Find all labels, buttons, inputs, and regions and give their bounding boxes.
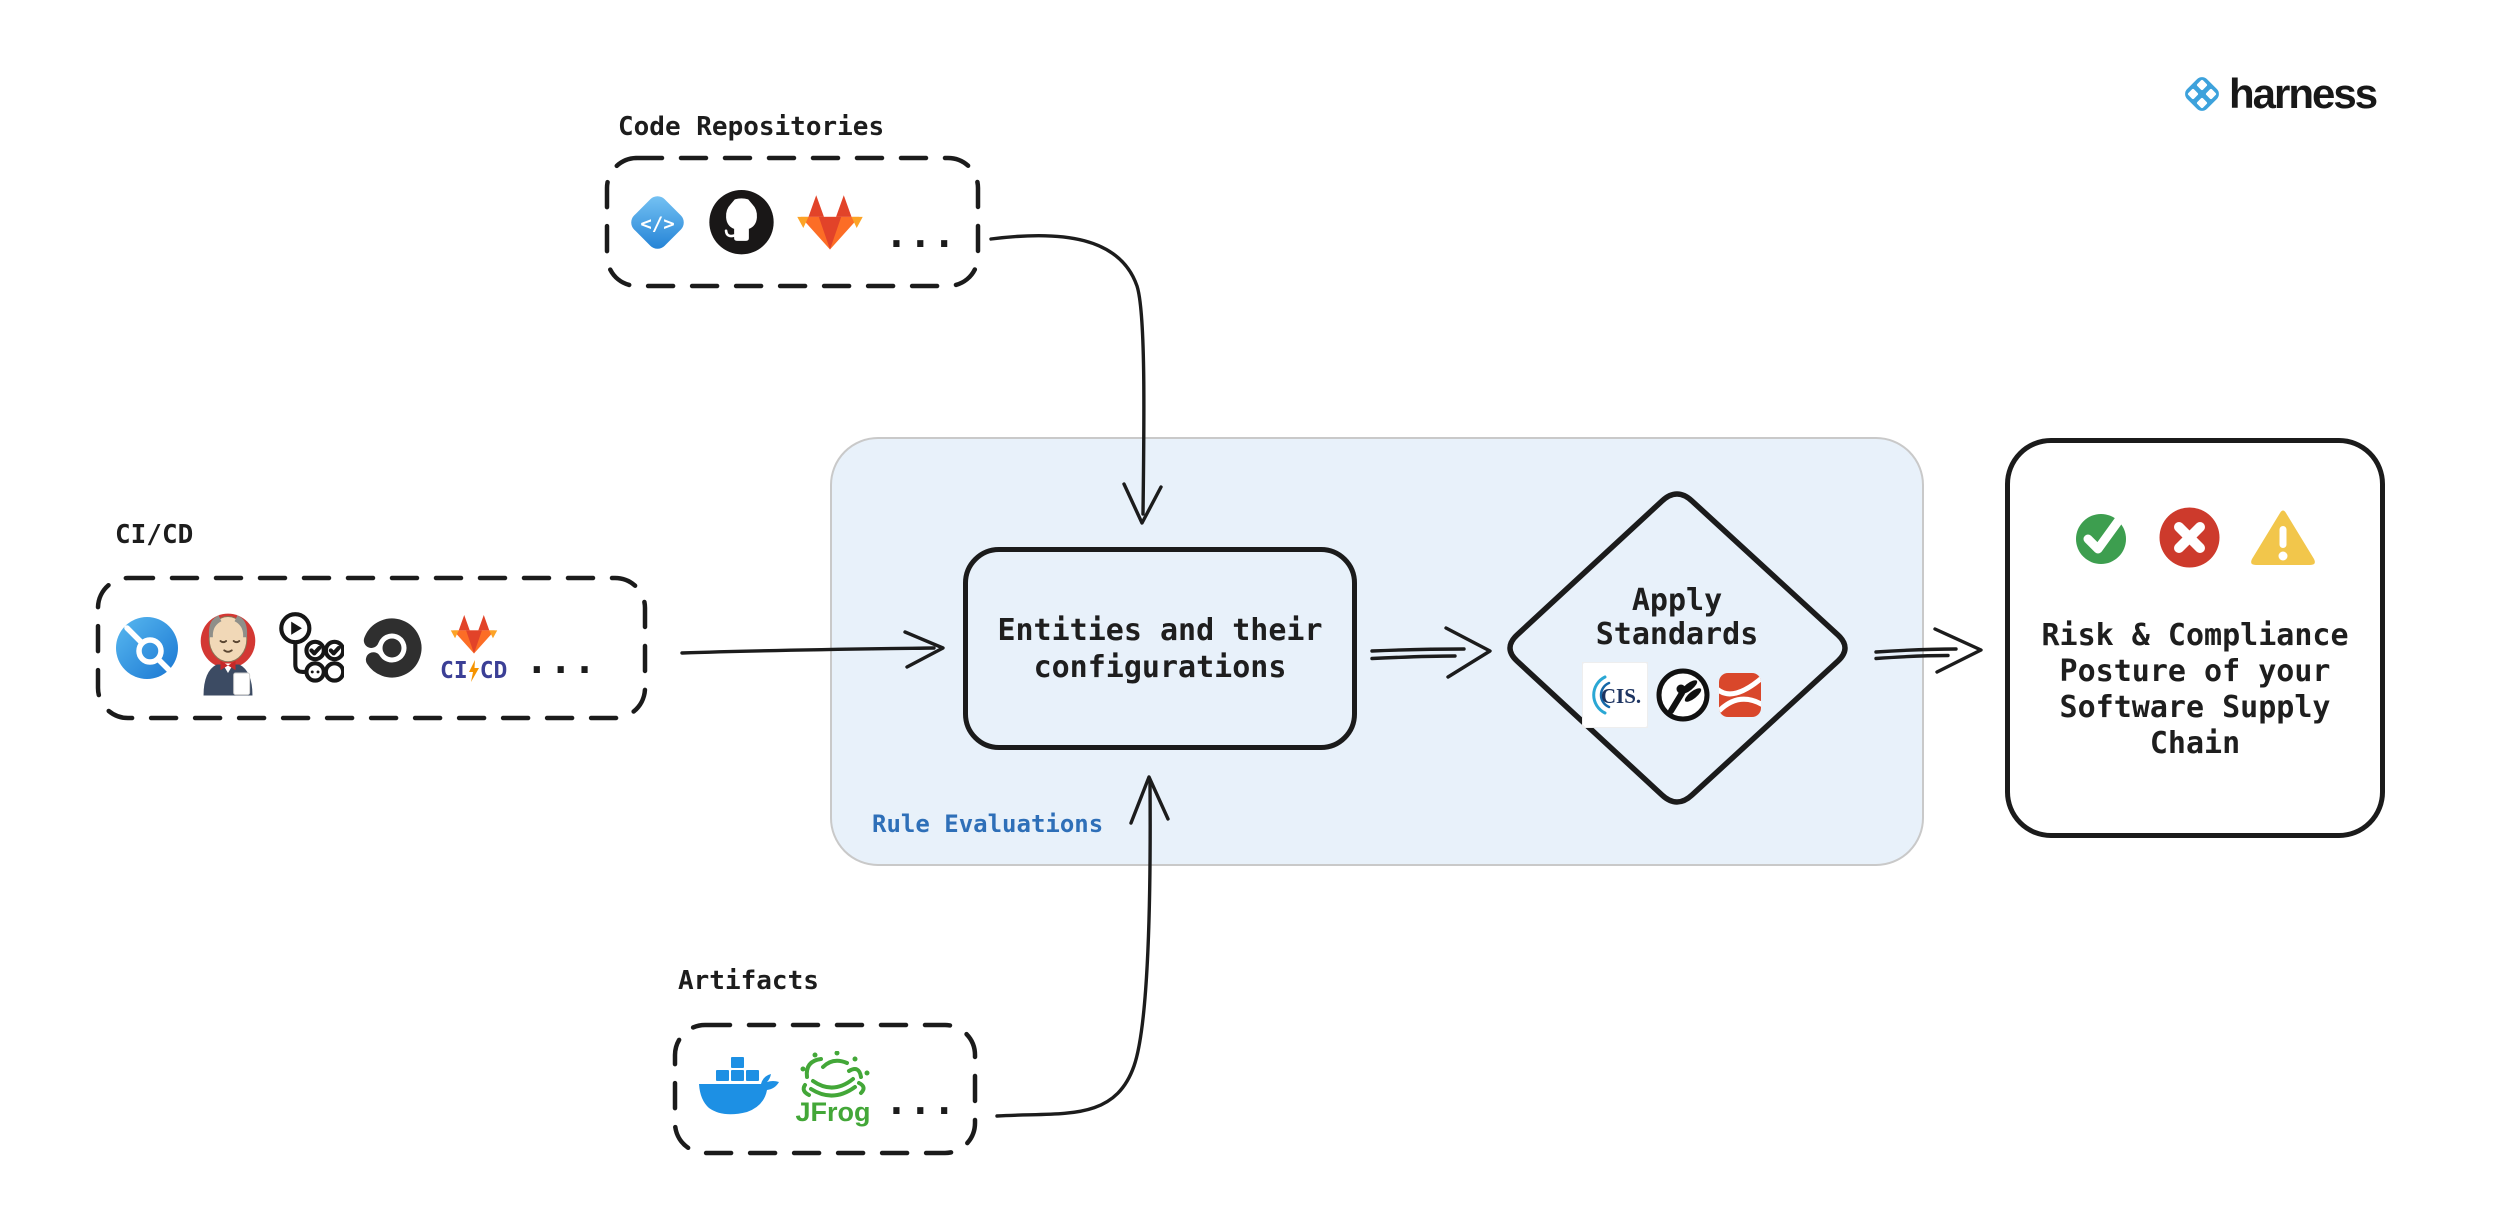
owasp-icon [1656, 668, 1710, 722]
code-repositories-ellipsis: ... [885, 212, 957, 256]
cis-label: CIS. [1601, 684, 1641, 708]
outcome-line3: Software Supply [2059, 690, 2331, 725]
outcome-line4: Chain [2149, 726, 2241, 761]
cis-benchmark-icon: CIS. [1583, 663, 1647, 727]
cicd-ellipsis: ... [525, 638, 598, 682]
code-repositories-box: </> ... [607, 158, 978, 286]
outcome-icons-row [2074, 507, 2316, 568]
harness-logo: harness [2180, 70, 2378, 118]
circleci-icon [362, 618, 422, 678]
gitlab-cicd-label: CI CD [440, 658, 507, 684]
gitlab-cicd-icon: CI CD [440, 612, 507, 684]
jfrog-label: JFrog [795, 1097, 870, 1127]
outcome-line2: Posture of your [2059, 654, 2331, 689]
cicd-box: CI CD ... [98, 578, 645, 718]
gitlab-cd-text: CD [479, 658, 508, 684]
outcome-line1: Risk & Compliance [2041, 618, 2349, 653]
harness-logo-icon [2185, 77, 2219, 111]
github-icon [709, 189, 774, 254]
svg-text:</>: </> [640, 213, 674, 235]
harness-logo-text: harness [2229, 70, 2378, 117]
artifacts-ellipsis: ... [885, 1079, 957, 1123]
entities-box: Entities and their configurations [963, 547, 1357, 750]
harness-ci-icon [116, 617, 178, 679]
jenkins-icon [200, 613, 256, 696]
arrow-diamond-to-outcome-head [1933, 627, 1983, 674]
apply-standards-line1: Apply [1631, 583, 1723, 618]
jfrog-icon: JFrog [795, 1051, 871, 1127]
warning-icon [2251, 510, 2315, 565]
docker-icon [699, 1057, 779, 1115]
cicd-title: CI/CD [115, 520, 194, 550]
artifacts-title: Artifacts [678, 966, 819, 996]
code-repositories-title: Code Repositories [618, 112, 885, 142]
gitlab-icon [797, 195, 863, 250]
check-icon [2076, 514, 2126, 564]
outcome-text: Risk & Compliance Posture of your Softwa… [2041, 618, 2348, 762]
lightning-bolt-icon [468, 660, 479, 682]
github-actions-icon [279, 612, 344, 683]
apply-standards-label: Apply Standards [1565, 584, 1789, 652]
rule-evaluations-label: Rule Evaluations [872, 810, 1104, 838]
apply-standards-line2: Standards [1595, 617, 1759, 652]
gitlab-ci-text: CI [440, 658, 468, 684]
azure-repos-icon: </> [631, 195, 684, 249]
entities-line1: Entities and their [997, 612, 1323, 648]
gitlab-cicd-fox-icon [450, 615, 497, 654]
standards-icons-row: CIS. [1583, 663, 1761, 727]
standards-icon-orange [1719, 673, 1761, 717]
artifacts-box: JFrog ... [675, 1025, 975, 1153]
outcome-box: Risk & Compliance Posture of your Softwa… [2005, 438, 2385, 838]
cross-icon [2159, 507, 2220, 568]
entities-line2: configurations [1033, 649, 1287, 685]
